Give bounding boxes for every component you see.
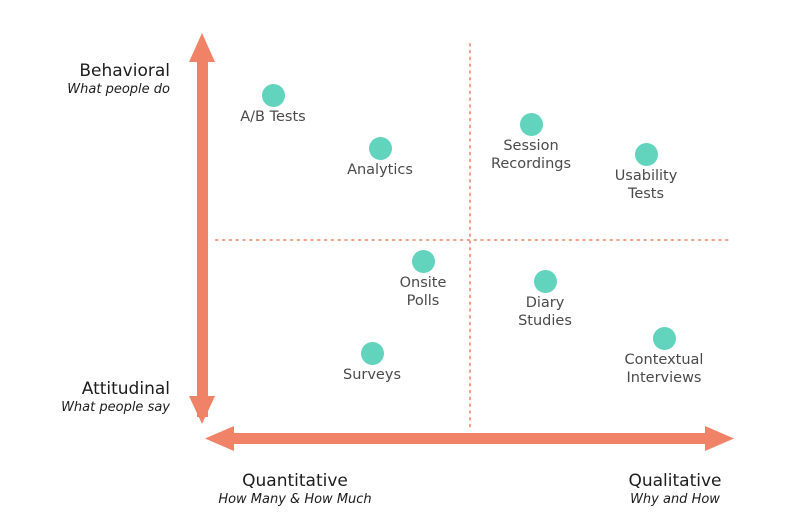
pole-attitudinal-subtitle: What people say bbox=[61, 399, 170, 415]
axis-label-quantitative: Quantitative How Many & How Much bbox=[186, 471, 404, 507]
axis-qualitative-subtitle: Why and How bbox=[630, 491, 720, 507]
pole-label-attitudinal: Attitudinal What people say bbox=[0, 379, 170, 415]
point-contextual-interviews[interactable]: Contextual Interviews bbox=[589, 327, 739, 387]
point-analytics[interactable]: Analytics bbox=[305, 137, 455, 180]
point-onsite-polls[interactable]: Onsite Polls bbox=[348, 250, 498, 310]
pole-attitudinal-title: Attitudinal bbox=[81, 379, 170, 399]
point-usability-tests[interactable]: Usability Tests bbox=[571, 143, 721, 203]
axis-quantitative-subtitle: How Many & How Much bbox=[218, 491, 372, 507]
point-diary-studies[interactable]: Diary Studies bbox=[470, 270, 620, 330]
horizontal-axis-arrow bbox=[205, 426, 734, 451]
data-point-dot bbox=[411, 250, 435, 273]
data-point-dot bbox=[634, 143, 658, 166]
pole-behavioral-subtitle: What people do bbox=[67, 81, 170, 97]
data-point-dot bbox=[519, 113, 543, 136]
axis-quantitative-title: Quantitative bbox=[242, 471, 348, 491]
data-point-dot bbox=[368, 137, 392, 160]
point-ab-tests[interactable]: A/B Tests bbox=[198, 84, 348, 127]
data-point-label: Session Recordings bbox=[490, 138, 572, 172]
data-point-label: Diary Studies bbox=[518, 295, 572, 329]
axis-label-qualitative: Qualitative Why and How bbox=[566, 471, 784, 507]
point-session-recordings[interactable]: Session Recordings bbox=[456, 113, 606, 173]
point-surveys[interactable]: Surveys bbox=[297, 342, 447, 385]
data-point-dot bbox=[360, 342, 384, 365]
data-point-label: Usability Tests bbox=[614, 168, 678, 202]
axis-qualitative-title: Qualitative bbox=[628, 471, 722, 491]
data-point-label: Onsite Polls bbox=[399, 275, 447, 309]
data-point-dot bbox=[261, 84, 285, 107]
data-point-dot bbox=[533, 270, 557, 293]
data-point-label: Surveys bbox=[343, 367, 401, 383]
pole-label-behavioral: Behavioral What people do bbox=[0, 61, 170, 97]
data-point-label: Contextual Interviews bbox=[624, 352, 704, 386]
pole-behavioral-title: Behavioral bbox=[79, 61, 170, 81]
data-point-dot bbox=[652, 327, 676, 350]
data-point-label: A/B Tests bbox=[240, 109, 306, 125]
data-point-label: Analytics bbox=[347, 162, 413, 178]
